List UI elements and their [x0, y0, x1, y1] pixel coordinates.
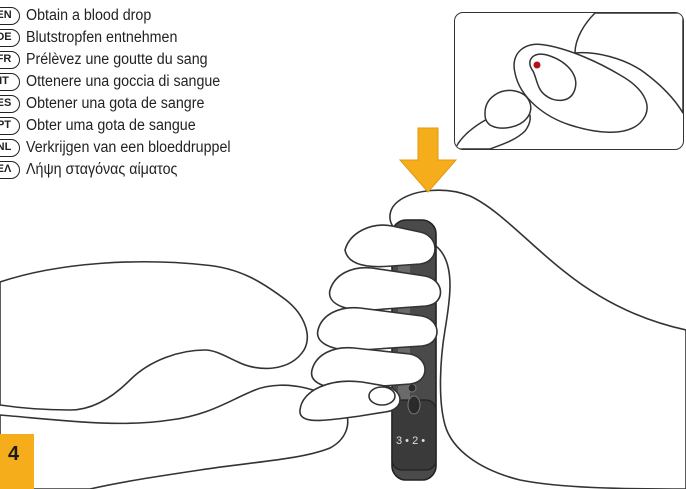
- down-arrow-icon: [400, 128, 456, 192]
- blood-drop-icon: [534, 62, 541, 69]
- fingertip-illustration: [455, 13, 683, 149]
- detail-inset: [454, 12, 684, 150]
- device-scale: 3 • 2 •: [396, 435, 425, 447]
- step-number: 4: [8, 443, 19, 466]
